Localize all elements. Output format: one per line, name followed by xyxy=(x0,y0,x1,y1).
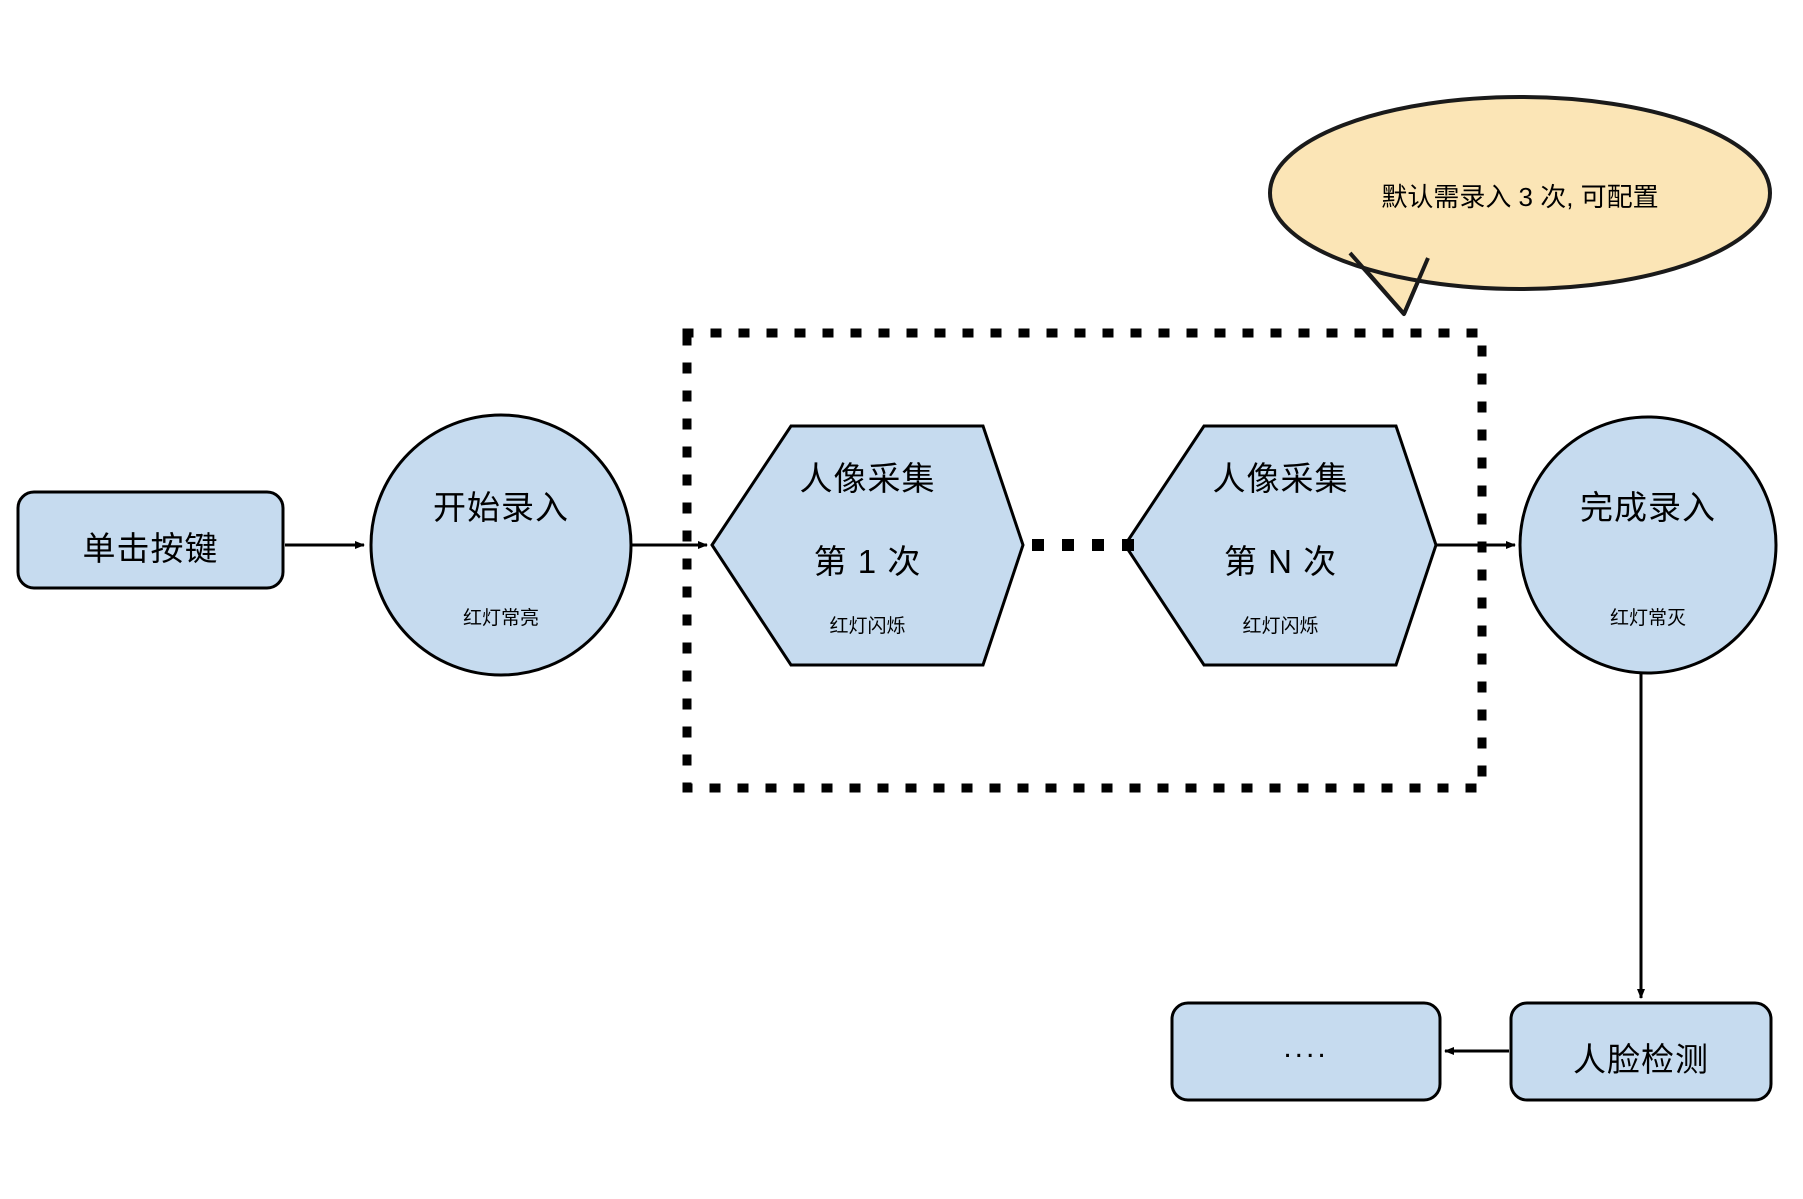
node-click-button-shape[interactable] xyxy=(16,490,285,590)
node-capture-first-shape[interactable] xyxy=(710,424,1025,667)
capture-group-box xyxy=(682,328,1487,793)
node-start-enroll-shape[interactable] xyxy=(369,413,633,677)
hexagon-ellipsis-dots xyxy=(1032,539,1134,551)
node-more-steps-shape[interactable] xyxy=(1170,1001,1442,1102)
node-finish-enroll-shape[interactable] xyxy=(1518,415,1778,675)
node-capture-nth-shape[interactable] xyxy=(1123,424,1438,667)
node-face-detect-shape[interactable] xyxy=(1509,1001,1773,1102)
callout-balloon xyxy=(1268,95,1772,316)
